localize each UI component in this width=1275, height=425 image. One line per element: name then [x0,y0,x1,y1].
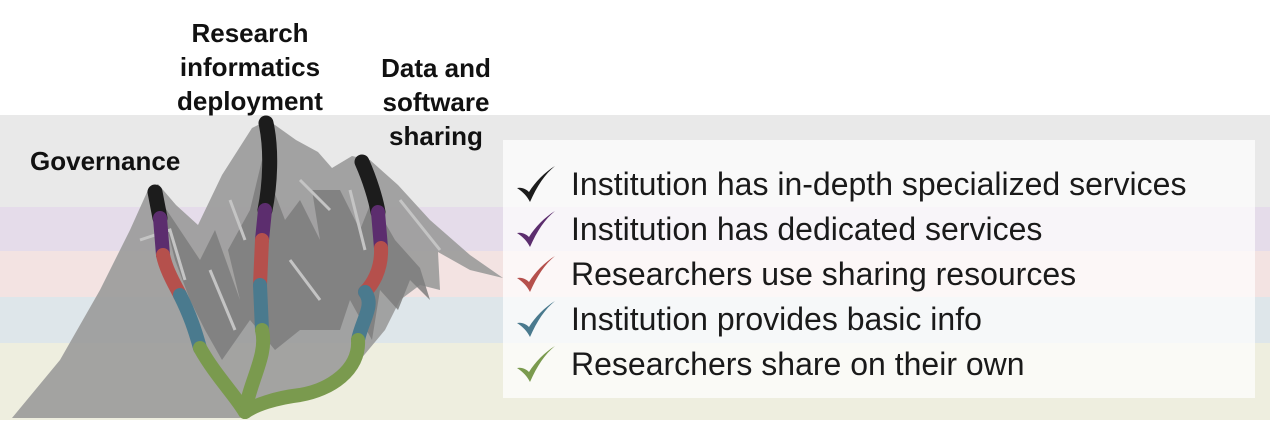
label-data-sharing: Data and software sharing [370,51,502,153]
trail-informatics-red [253,233,269,292]
legend-label: Researchers use sharing resources [571,256,1077,292]
label-governance: Governance [30,146,181,176]
legend-item-resources: Researchers use sharing resources [503,252,1255,296]
label-research-informatics: Research informatics deployment [160,16,340,118]
legend-item-specialized: Institution has in-depth specialized ser… [503,162,1255,206]
legend-label: Researchers share on their own [571,346,1025,382]
legend-label: Institution has in-depth specialized ser… [571,166,1187,202]
green-check-icon [517,346,555,382]
legend-item-own: Researchers share on their own [503,342,1255,386]
label-data-sharing-line1: Data and [381,53,491,83]
legend-item-basic-info: Institution provides basic info [503,297,1255,341]
label-data-sharing-line3: sharing [389,121,483,151]
blue-check-icon [517,301,555,337]
trail-informatics-blue [253,278,269,337]
mountain-highlights [139,178,442,331]
label-research-informatics-line3: deployment [177,86,323,116]
red-check-icon [517,256,555,292]
label-data-sharing-line2: software [382,87,490,117]
legend-item-dedicated: Institution has dedicated services [503,207,1255,251]
trail-sharing-green [238,333,366,419]
purple-check-icon [517,211,555,247]
trail-informatics-black [257,115,278,218]
legend-label: Institution provides basic info [571,301,982,337]
label-research-informatics-line1: Research [191,18,309,48]
black-check-icon [517,166,555,202]
legend: Institution has in-depth specialized ser… [503,140,1255,398]
label-research-informatics-line2: informatics [179,52,321,82]
trail-informatics-green [238,323,271,419]
legend-label: Institution has dedicated services [571,211,1043,247]
